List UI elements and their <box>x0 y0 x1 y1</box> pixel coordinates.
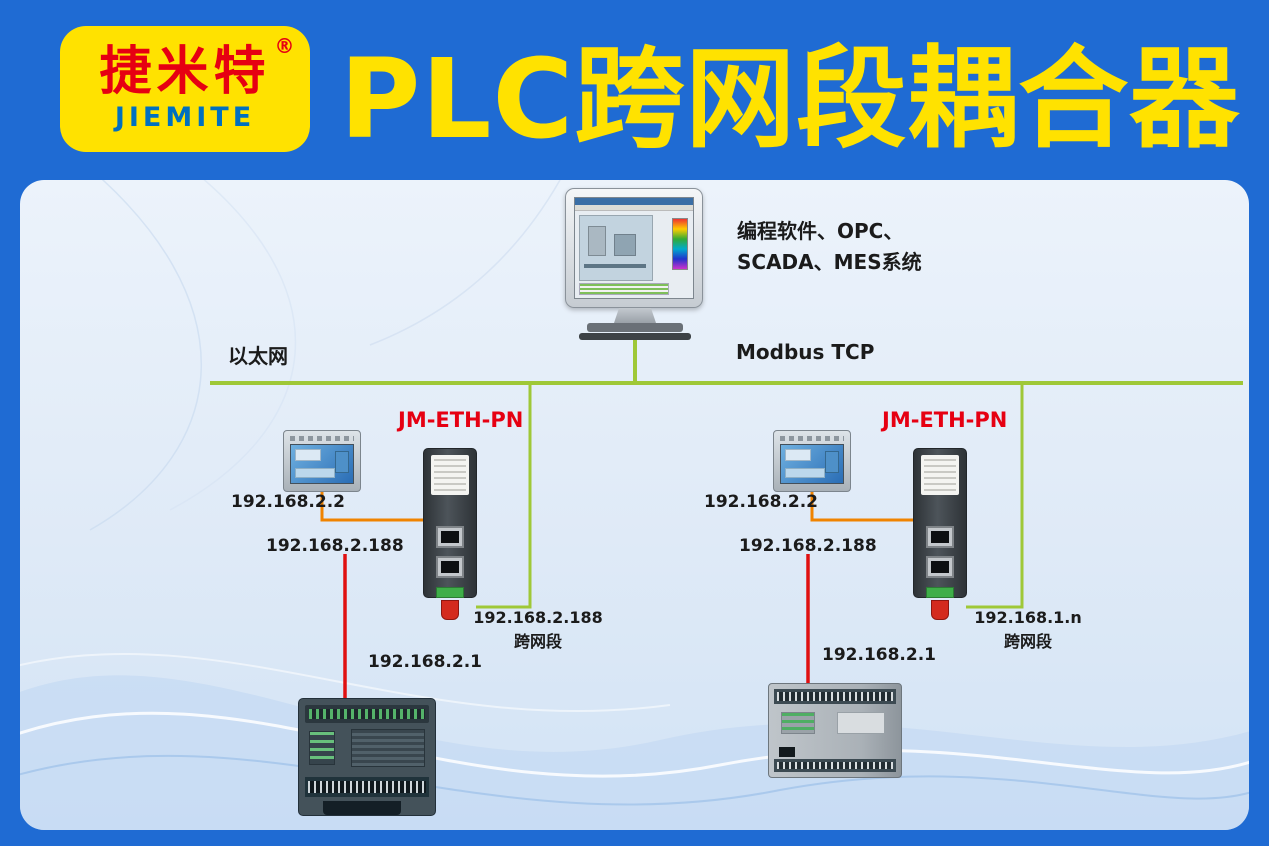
modbus-tcp-label: Modbus TCP <box>736 340 875 364</box>
red-plug-icon <box>441 600 459 620</box>
host-software-line1: 编程软件、OPC、 <box>737 219 904 243</box>
coupler-device-left <box>423 448 477 622</box>
ethernet-port-icon <box>926 556 954 578</box>
plc-device-right <box>768 683 902 778</box>
data-rows-graphic <box>579 283 669 295</box>
plc-terminal-strip <box>305 777 429 797</box>
hmi-panel-left <box>283 430 361 492</box>
brand-name-row: 捷米特 ® <box>99 36 294 98</box>
host-computer <box>565 188 705 340</box>
cross-segment-label-left: 192.168.2.188 跨网段 <box>468 606 608 654</box>
registered-mark: ® <box>274 33 295 58</box>
monitor-stand <box>614 308 656 323</box>
plc-vent-grille <box>351 729 425 767</box>
diagram-panel: 编程软件、OPC、 SCADA、MES系统 以太网 Modbus TCP JM-… <box>20 180 1249 830</box>
plc-nameplate <box>837 712 885 734</box>
cross-segment-ip: 192.168.2.188 <box>473 608 603 627</box>
coupler-terminal <box>926 587 954 598</box>
monitor-screen <box>574 197 694 299</box>
red-plug-icon <box>931 600 949 620</box>
cross-segment-ip: 192.168.1.n <box>974 608 1082 627</box>
tank-graphic <box>588 226 606 256</box>
plc-bottom-connector <box>323 801 401 815</box>
plc-terminal-strip <box>774 689 896 704</box>
label-text-lines <box>924 459 956 491</box>
ethernet-port-icon <box>436 526 464 548</box>
cross-segment-text: 跨网段 <box>513 632 562 651</box>
screen-titlebar <box>575 198 693 205</box>
label-text-lines <box>434 459 466 491</box>
coupler-label-plate <box>431 455 469 495</box>
page-title: PLC跨网段耦合器 <box>339 35 1241 163</box>
hmi-window-graphic <box>295 449 321 461</box>
plc-device-left <box>298 698 436 816</box>
header: 捷米特 ® JIEMITE PLC跨网段耦合器 <box>0 0 1269 180</box>
plc-terminal-strip <box>305 705 429 723</box>
brand-logo: 捷米特 ® JIEMITE <box>60 26 310 152</box>
coupler-terminal <box>436 587 464 598</box>
hmi-to-coupler-right <box>810 492 914 522</box>
plc-ip-left: 192.168.2.1 <box>368 652 483 672</box>
coupler-name-left: JM-ETH-PN <box>398 408 524 432</box>
hmi-window-graphic <box>825 451 839 473</box>
cross-segment-label-right: 192.168.1.n 跨网段 <box>958 606 1098 654</box>
connection-lines <box>210 336 1243 704</box>
ethernet-port-icon <box>926 526 954 548</box>
coupler-device-right <box>913 448 967 622</box>
cross-segment-text: 跨网段 <box>1003 632 1052 651</box>
screen-toolbar <box>575 205 693 211</box>
brand-name-en: JIEMITE <box>114 101 256 133</box>
coupler-label-plate <box>921 455 959 495</box>
coupler-ip-left: 192.168.2.188 <box>266 536 404 556</box>
brand-name-cn: 捷米特 <box>99 41 271 102</box>
pipe-graphic <box>584 264 646 268</box>
color-palette-graphic <box>672 218 688 270</box>
ethernet-label: 以太网 <box>228 344 288 368</box>
hmi-ip-right: 192.168.2.2 <box>704 492 819 512</box>
hmi-panel-right <box>773 430 851 492</box>
bus-to-coupler-right <box>966 383 1024 609</box>
hmi-window-graphic <box>335 451 349 473</box>
hmi-window-graphic <box>785 449 811 461</box>
host-software-line2: SCADA、MES系统 <box>737 250 922 274</box>
tank-graphic <box>614 234 636 256</box>
hmi-screen <box>290 444 354 484</box>
monitor-base <box>587 323 683 332</box>
plc-led-block <box>309 731 335 765</box>
coupler-name-right: JM-ETH-PN <box>882 408 1008 432</box>
plc-terminal-strip <box>774 759 896 772</box>
plc-led-block <box>781 712 815 734</box>
hmi-ip-left: 192.168.2.2 <box>231 492 346 512</box>
monitor-base-plate <box>579 333 691 340</box>
ethernet-port-icon <box>436 556 464 578</box>
bus-to-coupler-left <box>476 383 532 609</box>
plc-port <box>779 747 795 757</box>
hmi-window-graphic <box>785 468 825 478</box>
hmi-to-coupler-left <box>320 492 424 522</box>
hmi-bezel <box>290 436 354 441</box>
monitor-frame <box>565 188 703 308</box>
coupler-ip-right: 192.168.2.188 <box>739 536 877 556</box>
hmi-bezel <box>780 436 844 441</box>
hmi-window-graphic <box>295 468 335 478</box>
plc-ip-right: 192.168.2.1 <box>822 645 937 665</box>
host-software-label: 编程软件、OPC、 SCADA、MES系统 <box>737 216 922 278</box>
screen-process-image <box>579 215 653 281</box>
hmi-screen <box>780 444 844 484</box>
